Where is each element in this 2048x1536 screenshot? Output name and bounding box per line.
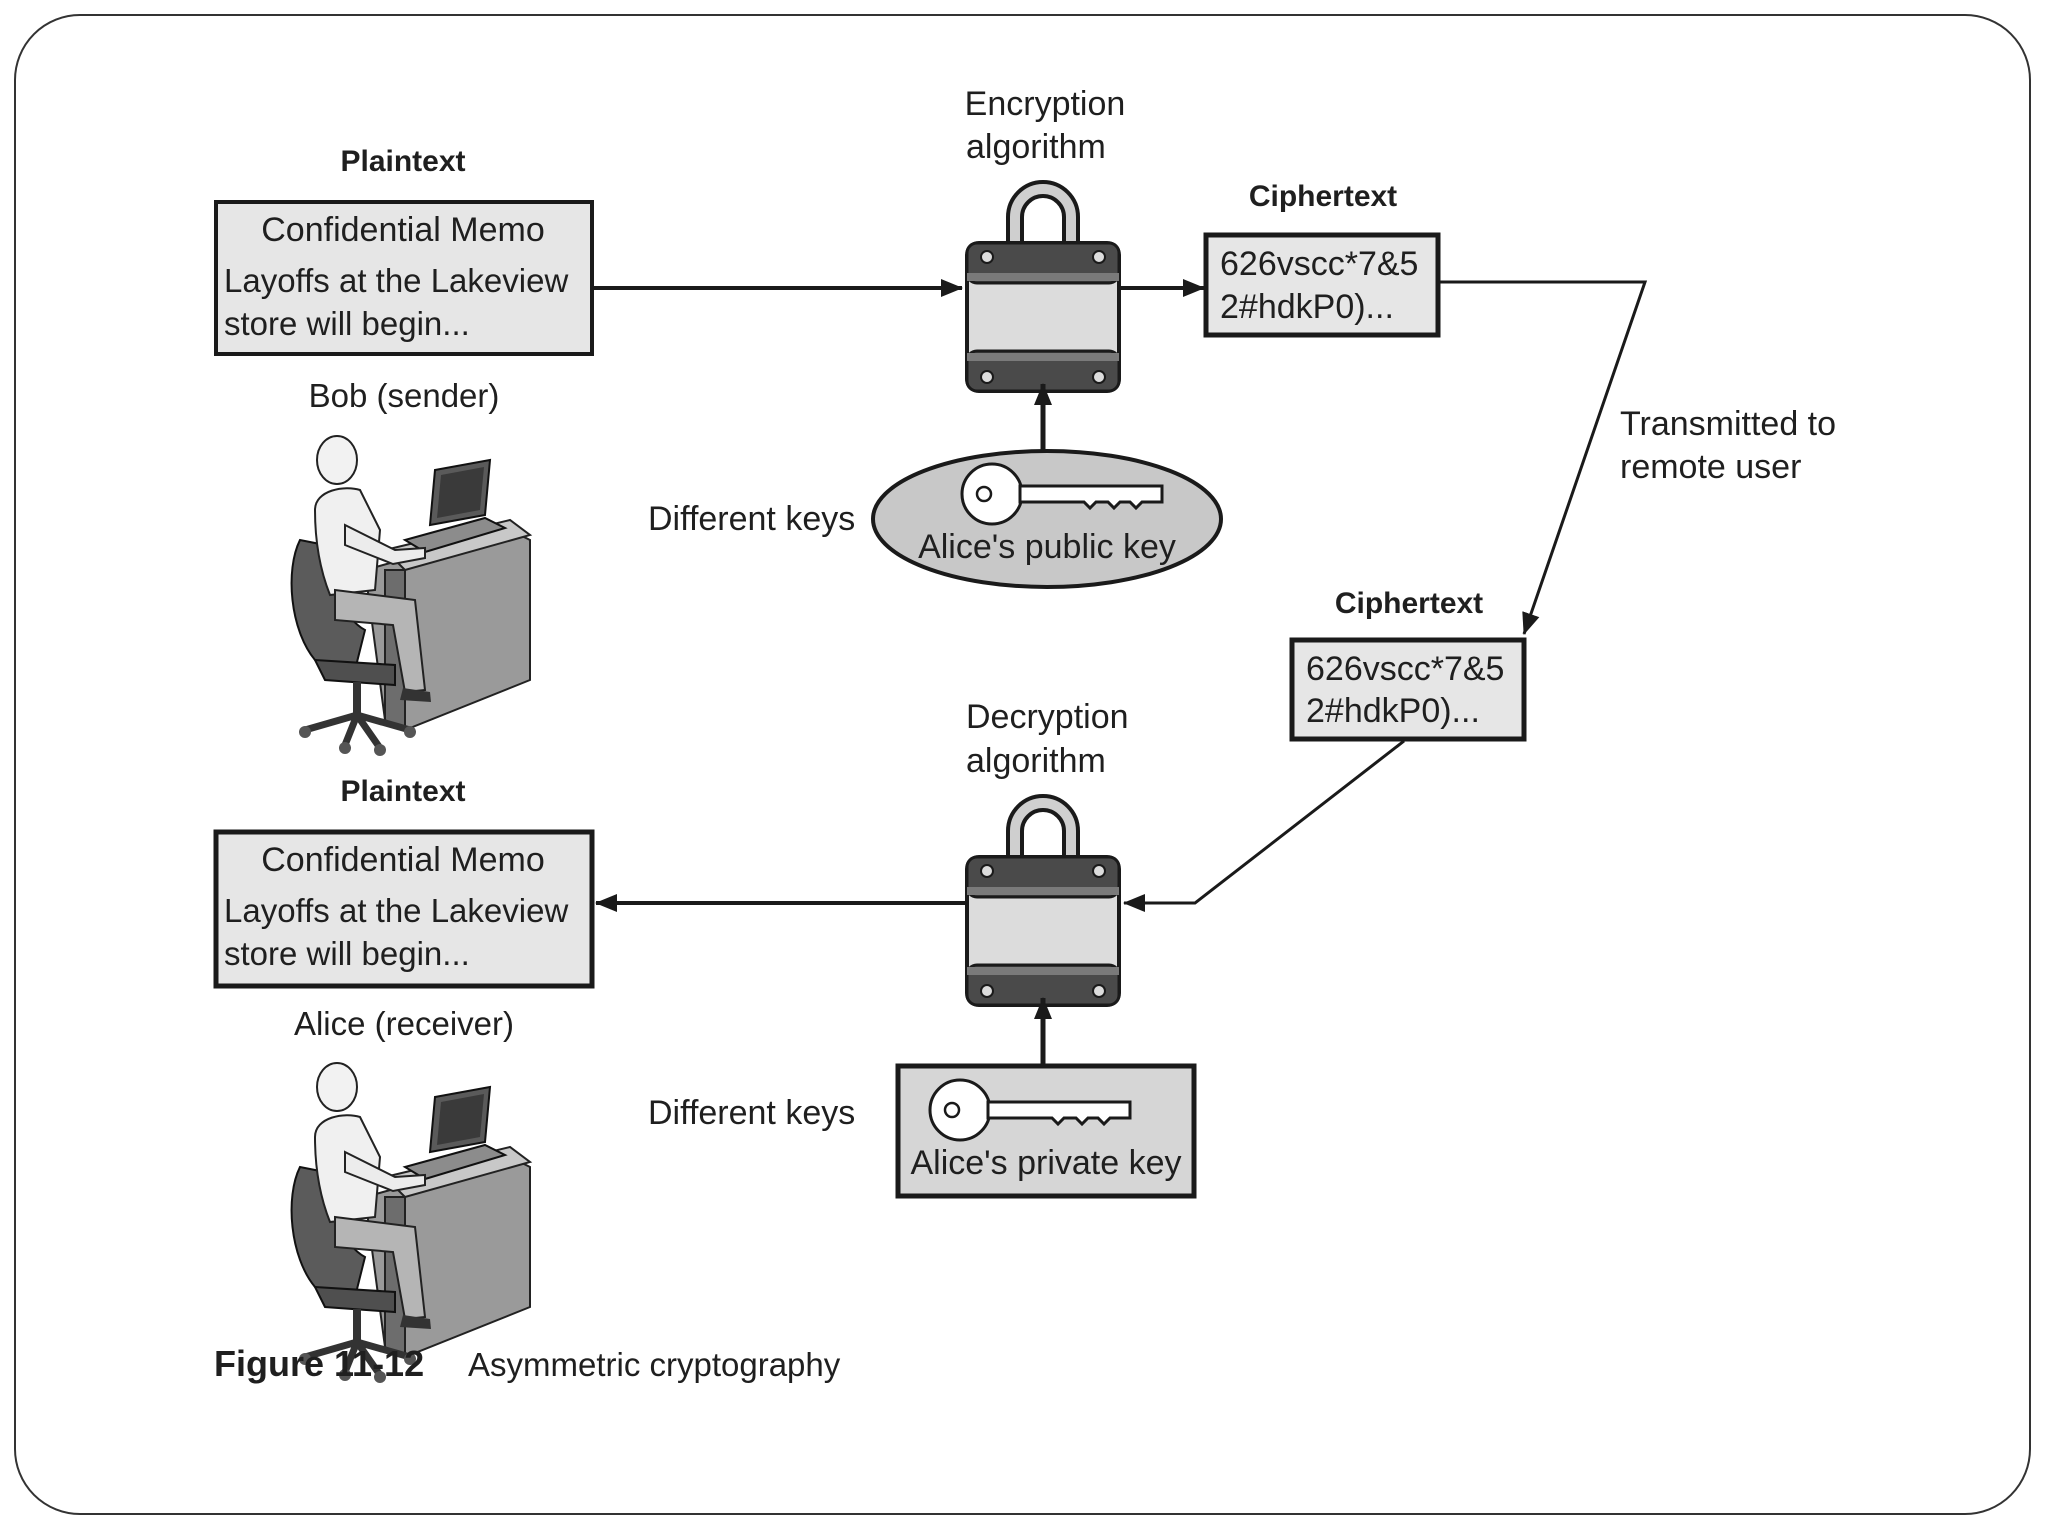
sender-memo-line1: Layoffs at the Lakeview bbox=[224, 262, 568, 299]
receiver-person-label: Alice (receiver) bbox=[294, 1005, 514, 1042]
decryption-keys-label: Different keys bbox=[648, 1094, 855, 1132]
alice-computer-user-illustration bbox=[292, 1063, 530, 1383]
public-key-label: Alice's public key bbox=[918, 528, 1176, 566]
transmission-label-line1: Transmitted to bbox=[1620, 405, 1836, 443]
bob-computer-user-illustration bbox=[292, 436, 530, 756]
sender-plaintext-heading: Plaintext bbox=[340, 145, 465, 178]
receiver-memo-box: Confidential Memo Layoffs at the Lakevie… bbox=[213, 829, 595, 989]
figure-caption: Asymmetric cryptography bbox=[468, 1346, 841, 1383]
sender-memo-title: Confidential Memo bbox=[261, 211, 544, 249]
ciphertext-bottom-line2: 2#hdkP0)... bbox=[1306, 692, 1480, 730]
figure-number: Figure 11-12 bbox=[214, 1343, 424, 1384]
ciphertext-top-line1: 626vscc*7&5 bbox=[1220, 245, 1418, 283]
sender-memo-line2: store will begin... bbox=[224, 305, 470, 342]
slide-frame bbox=[14, 14, 2031, 1515]
receiver-memo-line1: Layoffs at the Lakeview bbox=[224, 892, 568, 929]
private-key-label: Alice's private key bbox=[910, 1144, 1181, 1182]
sender-person-label: Bob (sender) bbox=[309, 377, 500, 414]
ciphertext-top-box: 626vscc*7&5 2#hdkP0)... bbox=[1203, 232, 1441, 338]
transmission-label-line2: remote user bbox=[1620, 448, 1801, 486]
encryption-label-line2: algorithm bbox=[966, 128, 1106, 166]
encryption-lock-icon bbox=[967, 189, 1119, 391]
ciphertext-top-heading: Ciphertext bbox=[1249, 180, 1397, 213]
ciphertext-top-line2: 2#hdkP0)... bbox=[1220, 288, 1394, 326]
receiver-plaintext-heading: Plaintext bbox=[340, 775, 465, 808]
receiver-memo-title: Confidential Memo bbox=[261, 841, 544, 879]
ciphertext-bottom-line1: 626vscc*7&5 bbox=[1306, 650, 1504, 688]
encryption-label-line1: Encryption bbox=[965, 85, 1126, 123]
public-key-oval: Alice's public key bbox=[871, 449, 1223, 589]
sender-memo-box: Confidential Memo Layoffs at the Lakevie… bbox=[214, 200, 594, 356]
ciphertext-bottom-box: 626vscc*7&5 2#hdkP0)... bbox=[1289, 637, 1527, 742]
decryption-label-line1: Decryption bbox=[966, 698, 1129, 736]
private-key-box: Alice's private key bbox=[895, 1063, 1197, 1199]
encryption-keys-label: Different keys bbox=[648, 500, 855, 538]
decryption-lock-icon bbox=[967, 803, 1119, 1005]
ciphertext-bottom-heading: Ciphertext bbox=[1335, 587, 1483, 620]
ciphertext-to-decryption-arrow bbox=[1123, 739, 1405, 912]
receiver-memo-line2: store will begin... bbox=[224, 935, 470, 972]
decryption-label-line2: algorithm bbox=[966, 742, 1106, 780]
transmission-arrow bbox=[1438, 280, 1648, 635]
